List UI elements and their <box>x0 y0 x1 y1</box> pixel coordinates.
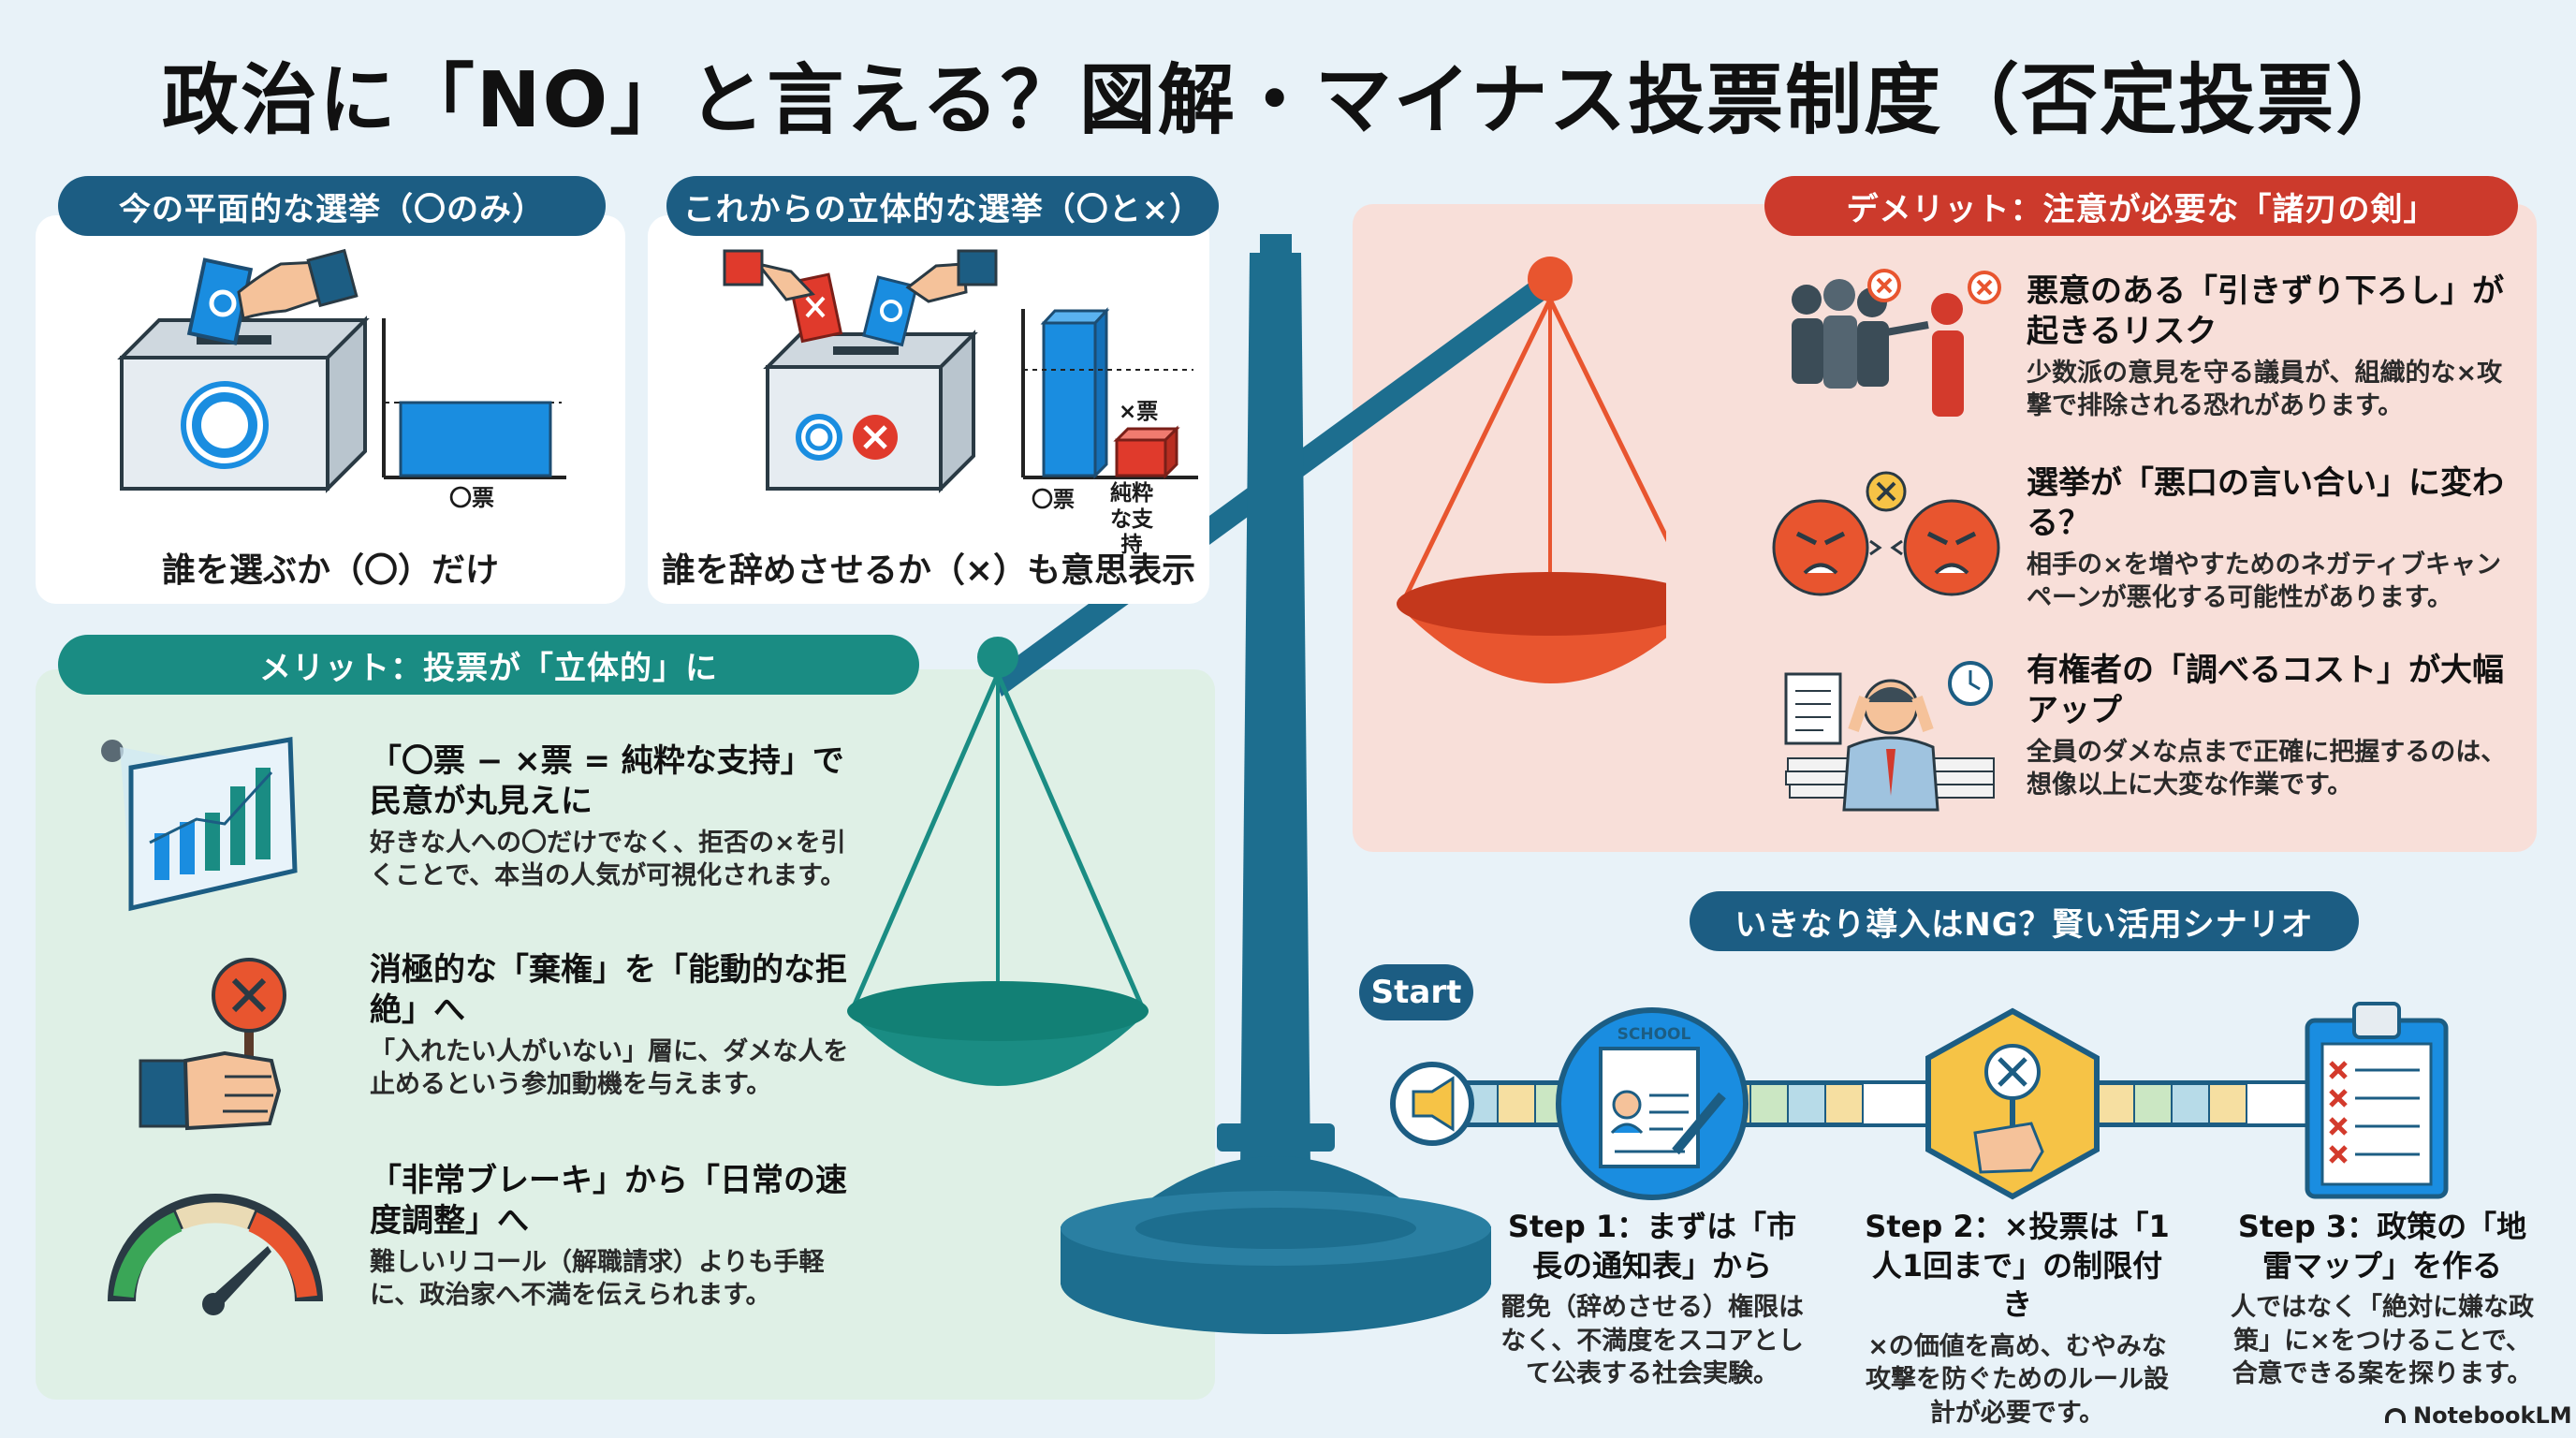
plus-vote-bar-label: 〇票 <box>449 485 494 511</box>
merits-label: メリット：投票が「立体的」に <box>58 635 919 695</box>
demerit-2-heading: 選挙が「悪口の言い合い」に変わる？ <box>2027 464 2504 542</box>
start-label: Start <box>1370 974 1462 1011</box>
merit-3-heading: 「非常ブレーキ」から「日常の速度調整」へ <box>370 1162 847 1240</box>
merit-1-body: 好きな人への〇だけでなく、拒否の×を引くことで、本当の人気が可視化されます。 <box>370 829 846 891</box>
bar-chart-icon <box>101 737 298 912</box>
speed-gauge-icon <box>108 1194 323 1315</box>
step-1-heading: Step 1：まずは「市長の通知表」から <box>1507 1209 1797 1284</box>
reject-sign-icon <box>139 958 286 1131</box>
step-2-heading: Step 2：×投票は「1人1回まで」の制限付き <box>1865 1209 2170 1323</box>
net-support-label: 純粋な支持 <box>1110 481 1153 558</box>
page-title: 政治に「NO」と言える？図解・マイナス投票制度（否定投票） <box>161 56 2415 145</box>
demerit-1-body: 少数派の意見を守る議員が、組織的な×攻撃で排除される恐れがあります。 <box>2027 359 2503 421</box>
school-sign: SCHOOL <box>1617 1025 1691 1044</box>
plus-minus-bar-chart <box>1021 307 1198 479</box>
ballot-box-plus-minus-illustration <box>723 249 998 493</box>
stressed-voter-icon <box>1784 661 1995 812</box>
step-3-heading: Step 3：政策の「地雷マップ」を作る <box>2237 1209 2527 1284</box>
step-3-body: 人ではなく「絶対に嫌な政策」に×をつけることで、合意できる案を探ります。 <box>2231 1293 2534 1389</box>
plus-vote-bar-label-future: 〇票 <box>1032 488 1075 512</box>
scenario-label: いきなり導入はNG？賢い活用シナリオ <box>1690 891 2359 951</box>
demerit-2-body: 相手の×を増やすためのネガティブキャンペーンが悪化する可能性があります。 <box>2027 550 2502 613</box>
demerit-1-heading: 悪意のある「引きずり下ろし」が起きるリスク <box>2027 272 2504 350</box>
balance-scale-illustration <box>847 234 1666 1334</box>
merit-1-heading: 「〇票 − ×票 = 純粋な支持」で民意が丸見えに <box>370 742 844 820</box>
step-1-body: 罷免（辞めさせる）権限はなく、不満度をスコアとして公表する社会実験。 <box>1500 1293 1804 1389</box>
notebooklm-logo: NotebookLM <box>2385 1402 2572 1429</box>
current-election-label: 今の平面的な選挙（〇のみ） <box>58 176 606 236</box>
plus-vote-bar <box>399 401 552 477</box>
start-badge: Start <box>1359 964 1473 1020</box>
ballot-box-illustration <box>117 248 370 493</box>
angry-faces-icon <box>1772 471 2000 596</box>
minus-vote-bar-label: ×票 <box>1119 400 1159 424</box>
notebooklm-icon <box>2385 1408 2406 1423</box>
merit-2-heading: 消極的な「棄権」を「能動的な拒絶」へ <box>370 951 847 1029</box>
brand-label: NotebookLM <box>2413 1402 2572 1429</box>
demerit-3-heading: 有権者の「調べるコスト」が大幅アップ <box>2027 652 2504 729</box>
future-election-label: これからの立体的な選挙（〇と×） <box>666 176 1219 236</box>
step-2-body: ×の価値を高め、むやみな攻撃を防ぐためのルール設計が必要です。 <box>1866 1331 2169 1429</box>
merit-3-body: 難しいリコール（解職請求）よりも手軽に、政治家へ不満を伝えられます。 <box>370 1248 825 1311</box>
merit-2-body: 「入れたい人がいない」層に、ダメな人を止めるという参加動機を与えます。 <box>370 1037 849 1100</box>
scenario-timeline <box>1390 1002 2449 1200</box>
single-bar-chart <box>382 318 566 479</box>
future-election-caption: 誰を辞めさせるか（×）も意思表示 <box>661 551 1196 590</box>
current-election-caption: 誰を選ぶか（〇）だけ <box>161 551 499 590</box>
demerits-label: デメリット：注意が必要な「諸刃の剣」 <box>1764 176 2518 236</box>
group-attack-icon <box>1792 269 2001 417</box>
demerit-3-body: 全員のダメな点まで正確に把握するのは、想像以上に大変な作業です。 <box>2027 738 2507 800</box>
